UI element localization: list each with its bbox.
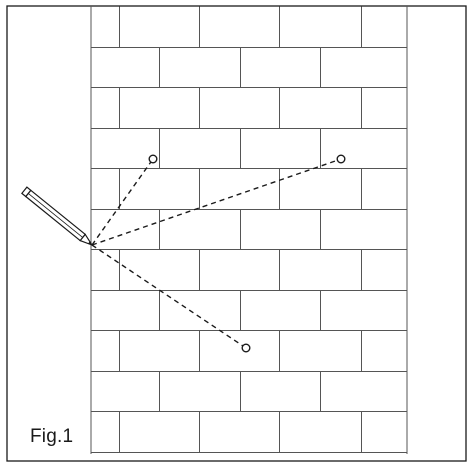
dashed-lines — [91, 158, 342, 349]
figure-caption: Fig.1 — [30, 426, 74, 447]
pencil-icon — [21, 186, 94, 247]
point-circle-lower — [241, 343, 251, 353]
point-circle-right — [336, 154, 346, 164]
dashed-line-lower — [91, 244, 247, 349]
dashed-line-right — [91, 158, 342, 246]
brick-wall — [90, 6, 408, 454]
point-circle-upper — [148, 154, 158, 164]
